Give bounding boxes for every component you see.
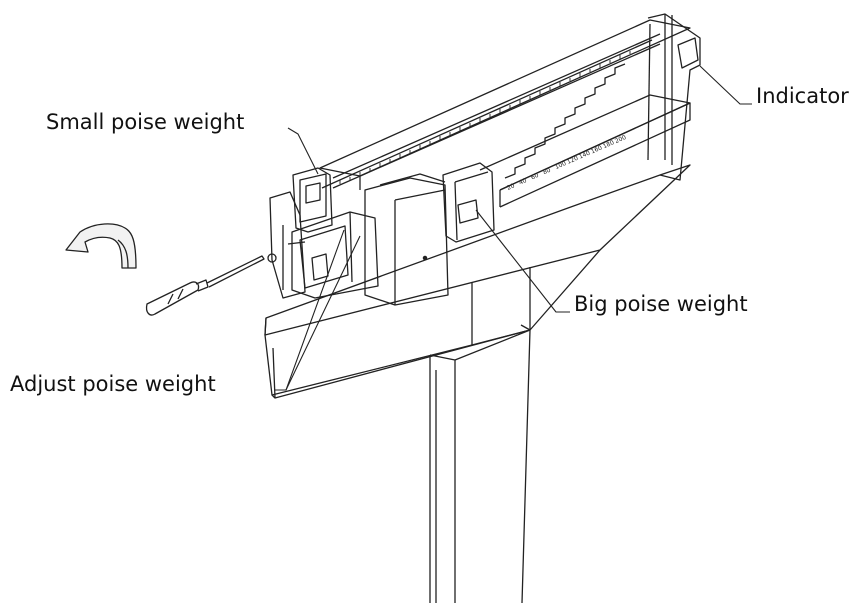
leader-lines <box>275 65 752 391</box>
label-small-poise-weight: Small poise weight <box>46 110 245 134</box>
label-big-poise-weight: Big poise weight <box>574 292 748 316</box>
upper-beam <box>319 19 691 190</box>
big-poise-weight-drawing <box>442 162 495 243</box>
beam-scale-number: 200 <box>614 134 627 145</box>
beam-scale-number: 100 <box>554 160 567 171</box>
screwdriver-icon <box>145 255 265 316</box>
label-indicator: Indicator <box>756 84 849 108</box>
beam-scale-number: 140 <box>578 149 591 160</box>
beam-scale-number: 60 <box>530 172 540 182</box>
label-adjust-poise-weight: Adjust poise weight <box>10 372 216 396</box>
beam-scale-number: 120 <box>566 155 579 166</box>
beam-scale-number: 180 <box>602 139 615 150</box>
beam-left-end <box>267 191 306 299</box>
beam-scale-number: 40 <box>518 177 528 187</box>
indicator-frame <box>647 13 701 181</box>
small-poise-leader <box>287 127 319 175</box>
small-poise-weight-drawing <box>292 167 333 233</box>
beam-scale-number: 80 <box>542 167 552 177</box>
slide-housing <box>364 173 449 306</box>
beam-scale-number: 160 <box>590 144 603 155</box>
big-poise-leader <box>475 209 570 313</box>
counterclockwise-arrow-icon <box>65 223 137 269</box>
adjust-poise-leader-2 <box>275 235 361 391</box>
lower-beam <box>479 63 691 208</box>
adjust-poise-weight-drawing <box>291 211 379 299</box>
indicator-leader <box>699 65 752 105</box>
beam-scale-number: 20 <box>506 182 516 192</box>
upper-beam-ruler <box>339 51 631 184</box>
